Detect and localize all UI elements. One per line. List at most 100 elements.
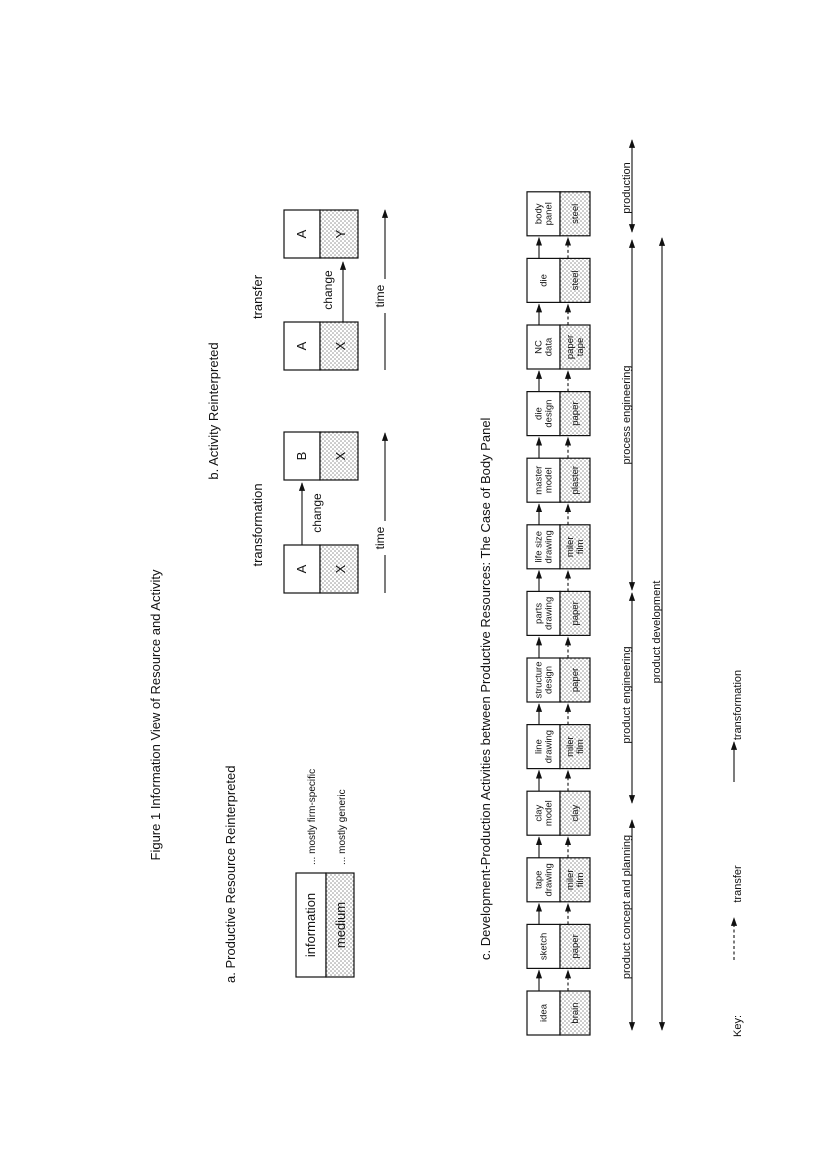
transfer-to-info: A <box>294 229 309 238</box>
transformation-from-medium-box <box>319 544 359 594</box>
resource-medium-text: paper <box>570 401 581 425</box>
resource-medium-box <box>559 657 591 703</box>
resource-info-text: idea <box>539 1003 550 1022</box>
resource-medium-box <box>559 857 591 903</box>
panel-c-title: c. Development-Production Activities bet… <box>478 417 493 960</box>
transformation-to-medium: X <box>333 451 348 460</box>
information-note: ... mostly firm-specific <box>307 769 318 865</box>
resource-node <box>526 990 591 1036</box>
resource-medium-text: miler <box>565 736 576 757</box>
resource-info-text: data <box>544 337 555 356</box>
resource-medium-box <box>559 923 591 970</box>
resource-box: information medium <box>295 872 355 978</box>
transformation-change-label: change <box>310 493 324 533</box>
panel-b-title: b. Activity Reinterpreted <box>206 342 221 479</box>
transformation-to-info: B <box>294 452 309 461</box>
resource-node <box>526 857 591 903</box>
resource-info-text: die <box>534 407 545 420</box>
resource-info-text: life size <box>534 531 545 563</box>
resource-info-text: drawing <box>544 597 555 630</box>
resource-medium-text: miler <box>565 537 576 558</box>
medium-box <box>325 872 355 978</box>
resource-medium-text: paper <box>565 335 576 359</box>
resource-info-text: design <box>544 400 555 428</box>
resource-medium-text: paper <box>570 934 581 958</box>
key-label: Key: <box>732 1015 744 1037</box>
product-engineering-label: product engineering <box>621 646 633 743</box>
resource-medium-text: plaster <box>570 466 581 495</box>
transformation-to-medium-box <box>319 431 359 481</box>
transformation-time-label: time <box>373 526 387 549</box>
resource-info-text: master <box>534 466 545 495</box>
resource-info-box <box>526 391 561 437</box>
transfer-title: transfer <box>250 274 265 319</box>
resource-medium-text: tape <box>575 338 586 357</box>
transfer-to-info-box <box>283 209 321 259</box>
resource-node <box>526 324 591 370</box>
resource-info-text: drawing <box>544 530 555 563</box>
resource-node <box>526 391 591 437</box>
resource-info-text: parts <box>534 603 545 624</box>
resource-medium-box <box>559 790 591 836</box>
resource-node <box>526 723 591 770</box>
resource-info-text: NC <box>534 340 545 354</box>
resource-medium-text: film <box>575 739 586 754</box>
resource-node <box>526 657 591 703</box>
resource-medium-box <box>559 391 591 437</box>
transformation-to-info-box <box>283 431 321 481</box>
resource-medium-text: steel <box>570 204 581 224</box>
information-label: information <box>303 893 318 957</box>
resource-info-box <box>526 457 561 503</box>
resource-node <box>526 457 591 503</box>
resource-info-box <box>526 790 561 836</box>
resource-node <box>526 590 591 637</box>
transformation-from-info: A <box>294 564 309 573</box>
resource-info-text: die <box>539 274 550 287</box>
resource-node <box>526 191 591 237</box>
medium-label: medium <box>333 902 348 948</box>
time-label-backdrop <box>373 521 391 555</box>
resource-medium-text: film <box>575 872 586 887</box>
resource-info-text: clay <box>534 805 545 822</box>
transformation-from-medium: X <box>333 564 348 573</box>
production-label: production <box>621 162 633 213</box>
resource-info-text: body <box>534 203 545 224</box>
resource-medium-text: miler <box>565 870 576 891</box>
transfer-from-medium: X <box>333 341 348 350</box>
resource-medium-box <box>559 723 591 770</box>
transfer-to-medium: Y <box>333 229 348 238</box>
resource-medium-box <box>559 590 591 637</box>
information-box <box>295 872 327 978</box>
resource-node <box>526 257 591 303</box>
resource-info-text: model <box>544 800 555 826</box>
resource-medium-box <box>559 191 591 237</box>
resource-medium-text: steel <box>570 270 581 290</box>
resource-medium-text: paper <box>570 601 581 625</box>
resource-info-text: tape <box>534 871 545 890</box>
resource-info-box <box>526 857 561 903</box>
resource-info-box <box>526 657 561 703</box>
resource-node <box>526 524 591 570</box>
transformation-title: transformation <box>250 483 265 566</box>
resource-medium-box <box>559 524 591 570</box>
transfer-from-medium-box <box>319 321 359 371</box>
resource-info-text: design <box>544 666 555 694</box>
process-engineering-label: process engineering <box>621 365 633 464</box>
resource-info-text: drawing <box>544 730 555 763</box>
resource-info-box <box>526 524 561 570</box>
resource-medium-text: paper <box>570 668 581 692</box>
resource-medium-box <box>559 990 591 1036</box>
transfer-change-label: change <box>321 270 335 310</box>
resource-info-text: sketch <box>539 933 550 960</box>
resource-info-box <box>526 590 561 637</box>
resource-info-box <box>526 324 561 370</box>
transfer-time-label: time <box>373 284 387 307</box>
panel-a-title: a. Productive Resource Reinterpreted <box>223 765 238 983</box>
resource-info-box <box>526 191 561 237</box>
concept-phase-label: product concept and planning <box>621 835 633 979</box>
resource-info-text: panel <box>544 202 555 225</box>
key-transformation-label: transformation <box>732 670 744 740</box>
